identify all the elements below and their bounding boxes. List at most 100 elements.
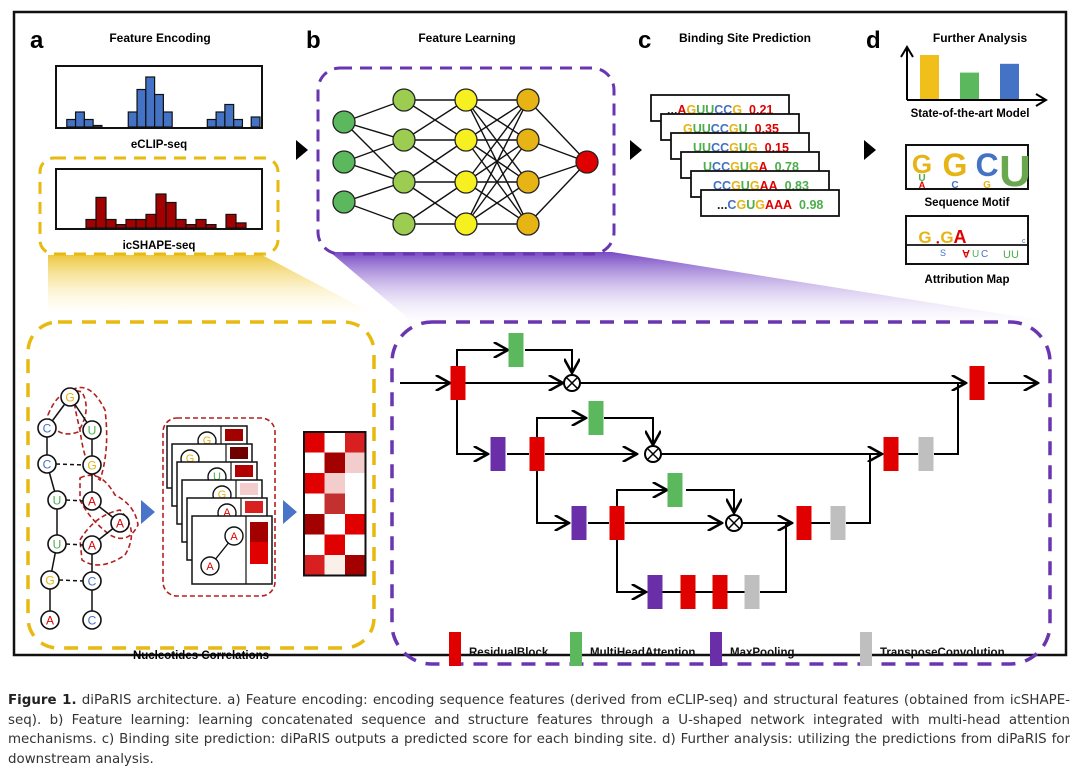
icshape-label: icSHAPE-seq	[123, 240, 196, 252]
matrix-cell	[324, 514, 345, 535]
histogram-bar	[105, 218, 117, 229]
network-edge	[343, 121, 405, 183]
network-edge	[465, 99, 529, 141]
flow-arrow	[616, 490, 667, 506]
histogram-bar	[250, 116, 261, 128]
histogram-bar	[205, 224, 217, 229]
legend-item: MultiHeadAttention	[570, 632, 695, 666]
unet-diagram	[400, 333, 1038, 609]
flow-arrow	[616, 540, 646, 592]
matrix-cell	[324, 555, 345, 576]
histogram-bar	[85, 218, 97, 229]
svg-text:●: ●	[936, 240, 940, 246]
nucleotide-node	[82, 571, 102, 591]
nucleotide-label: U	[213, 471, 221, 483]
matrix-cell	[345, 432, 366, 453]
nucleotide-node	[47, 490, 67, 510]
panel-letter-b: b	[306, 27, 321, 54]
nucleotide-node	[110, 513, 130, 533]
motif-letter: G	[912, 149, 932, 179]
network-edge	[465, 99, 529, 183]
histogram-bar	[224, 103, 235, 128]
network-node	[516, 212, 540, 236]
flow-arrow	[456, 400, 488, 454]
model-bar	[960, 72, 979, 99]
nucleotide-label: A	[116, 517, 124, 531]
nucleotide-label: A	[46, 614, 54, 628]
svg-text:U: U	[918, 173, 925, 184]
gold-projection	[48, 255, 370, 312]
residual-block	[969, 366, 985, 400]
transpose-conv-block	[918, 437, 934, 471]
figure: a Feature Encoding b Feature Learning c …	[12, 10, 1068, 666]
residual-block	[712, 575, 728, 609]
legend-swatch	[860, 632, 872, 666]
nucleotide-node	[82, 455, 102, 475]
matrix-cell	[345, 452, 366, 473]
svg-text:c: c	[1022, 238, 1026, 245]
structure-box	[26, 320, 376, 650]
histogram-bar	[206, 118, 217, 128]
legend-label: ResidualBlock	[469, 647, 549, 659]
histogram-bar	[233, 118, 244, 128]
matrix-cell	[324, 534, 345, 555]
histogram-bar	[136, 88, 147, 128]
flow-arrow	[456, 350, 508, 366]
svg-text:C: C	[951, 180, 958, 191]
arrow-to-cards-icon	[141, 500, 155, 524]
nucleotide-node	[37, 418, 57, 438]
matrix-cell	[345, 514, 366, 535]
correlation-cell	[230, 447, 248, 459]
histogram-bar	[92, 124, 103, 128]
nucleotide-node	[224, 526, 244, 546]
eclip-histogram	[55, 65, 263, 129]
histogram-bar	[95, 196, 107, 229]
nucleotide-label: G	[65, 391, 74, 405]
matrix-cell	[304, 534, 325, 555]
histogram-bar	[83, 118, 94, 128]
histogram-bar	[135, 218, 147, 229]
motif-letter: U	[999, 147, 1031, 196]
maxpool-block	[490, 437, 506, 471]
interaction-region	[79, 474, 139, 540]
network-edge	[403, 139, 467, 183]
arrow-a-to-b-icon	[296, 140, 308, 160]
nucleotide-label: G	[87, 459, 96, 473]
nucleotide-node	[82, 420, 102, 440]
network-node	[454, 212, 478, 236]
nucleotide-node	[200, 556, 220, 576]
histogram-bar	[74, 111, 85, 128]
attention-block	[508, 333, 524, 367]
model-bar	[920, 55, 939, 99]
figure-caption: Figure 1. diPaRIS architecture. a) Featu…	[8, 691, 1070, 769]
nucleotide-label: C	[88, 614, 97, 628]
residual-block	[609, 506, 625, 540]
nucleotide-node	[40, 610, 60, 630]
histogram-bar	[235, 222, 247, 229]
residual-block	[450, 366, 466, 400]
matrix-cell	[304, 473, 325, 494]
arrow-b-to-c-icon	[630, 140, 642, 160]
matrix-frame	[303, 431, 367, 577]
sequence-motif: G U A G C C G U	[905, 144, 1031, 196]
correlation-card: AA	[191, 515, 273, 585]
flow-line	[760, 523, 787, 593]
card-score: 0.98	[799, 198, 823, 212]
network-node	[454, 170, 478, 194]
histogram-bar	[145, 213, 157, 229]
correlation-cell	[245, 501, 263, 513]
correlation-cell	[225, 429, 243, 441]
svg-text:U: U	[972, 249, 979, 260]
legend-item: TransposeConvolution	[860, 632, 1005, 666]
network-node	[454, 88, 478, 112]
nucleotide-node	[47, 534, 67, 554]
matrix-cell	[304, 452, 325, 473]
svg-text:S: S	[940, 248, 946, 258]
panel-title-d: Further Analysis	[933, 31, 1028, 45]
flow-arrow	[604, 417, 653, 445]
network-node	[332, 190, 356, 214]
base-pair	[65, 543, 84, 546]
panel-title-a: Feature Encoding	[109, 31, 210, 45]
